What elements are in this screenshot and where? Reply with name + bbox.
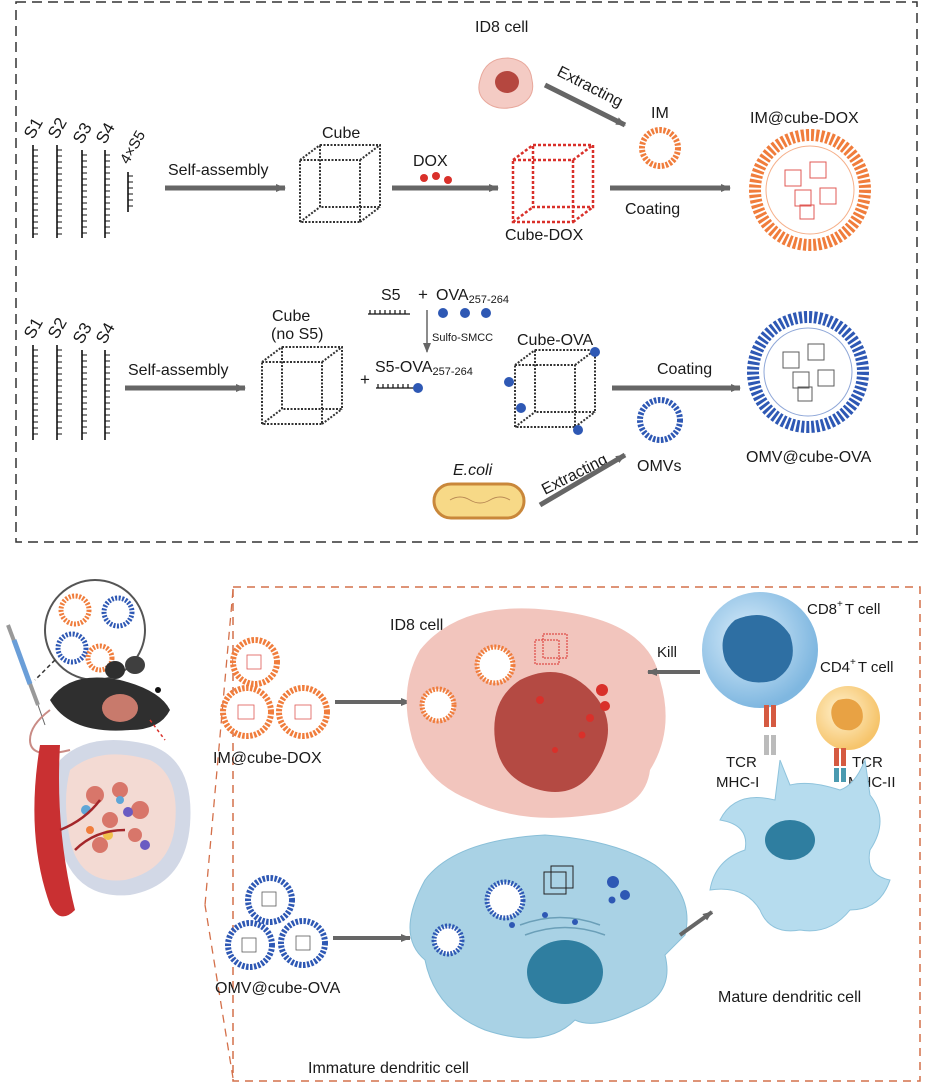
mhc-i-label: MHC-I xyxy=(716,774,759,791)
dna-strands-row1 xyxy=(32,145,129,238)
omv-cube-ova-label: OMV@cube-OVA xyxy=(746,449,872,466)
dna-cube-1 xyxy=(299,144,381,223)
cd8-label-base: CD8 xyxy=(807,601,837,618)
zoom-circle-nanoparticles xyxy=(55,593,135,673)
immature-dc-label: Immature dendritic cell xyxy=(308,1060,469,1077)
cd4-label-sup: + xyxy=(850,657,856,668)
s5-label: S5 xyxy=(381,287,401,304)
zoom-pointer xyxy=(34,659,56,681)
tcr-label-2: TCR xyxy=(852,754,883,771)
ecoli-label: E.coli xyxy=(453,462,493,479)
omvs-label: OMVs xyxy=(637,458,681,475)
ecoli-bacterium xyxy=(432,482,526,520)
dna-ticks-row2 xyxy=(33,349,110,435)
immature-dendritic-cell xyxy=(409,834,688,1039)
id8-tumor-cell xyxy=(406,608,666,818)
cd8-t-cell-label: CD8+T cell xyxy=(807,599,880,618)
omv-cube-ova-nanoparticle xyxy=(747,311,869,433)
strand-s4-label: S4 xyxy=(92,119,119,147)
kill-label: Kill xyxy=(657,644,677,661)
cube-dox xyxy=(511,143,595,224)
dna-strands-row2 xyxy=(32,345,106,440)
strand-s4-label-2: S4 xyxy=(92,319,119,347)
cd8-t-cell xyxy=(702,592,818,708)
im-cube-dox-bottom-label: IM@cube-DOX xyxy=(213,750,322,767)
id8-cell-small xyxy=(478,57,534,109)
arrow-extracting-2 xyxy=(538,452,627,508)
cd4-t-cell-label: CD4+T cell xyxy=(820,657,893,676)
im-cube-dox-group xyxy=(220,637,330,739)
extracting-label-1: Extracting xyxy=(554,63,625,110)
strand-s3-label-2: S3 xyxy=(69,319,96,347)
tcr-label-1: TCR xyxy=(726,754,757,771)
tcr-mhc-ii-complex xyxy=(834,748,846,782)
extracting-label-2: Extracting xyxy=(539,451,610,498)
zoom-line-bottom xyxy=(204,904,234,1079)
ecoli-dna xyxy=(449,496,511,504)
cube-label: Cube xyxy=(322,125,360,142)
syringe xyxy=(6,624,46,726)
strand-s3-label: S3 xyxy=(69,119,96,147)
mouse xyxy=(28,656,170,755)
s5-strand xyxy=(368,310,410,315)
plus-sign-2: + xyxy=(360,370,370,389)
id8-cell-bottom-label: ID8 cell xyxy=(390,617,443,634)
omv-vesicle xyxy=(637,397,683,443)
cd4-label-base: CD4 xyxy=(820,659,850,676)
cd4-t-cell xyxy=(816,686,880,750)
ova-label-base: OVA xyxy=(436,287,469,304)
cube-no-s5-label-line1: Cube xyxy=(272,308,310,325)
strand-s1-label-2: S1 xyxy=(20,314,47,342)
coating-label-2: Coating xyxy=(657,361,712,378)
cube-dox-label: Cube-DOX xyxy=(505,227,584,244)
tumor-pointer xyxy=(149,719,166,741)
dox-label: DOX xyxy=(413,153,448,170)
strand-4s5-label: 4×S5 xyxy=(117,128,149,167)
im-cube-dox-nanoparticle xyxy=(749,129,871,251)
tcr-mhc-i-complex xyxy=(764,705,776,755)
mature-dendritic-cell xyxy=(709,758,891,932)
ova-label-sub: 257-264 xyxy=(469,294,509,306)
cube-ova xyxy=(514,349,596,428)
s5-ova-peptide xyxy=(413,383,423,393)
cd4-label-rest: T cell xyxy=(858,659,894,676)
sulfo-smcc-label: Sulfo-SMCC xyxy=(432,332,493,344)
s5-ova-strand xyxy=(376,384,414,389)
ova-peptides xyxy=(438,308,491,318)
self-assembly-label-2: Self-assembly xyxy=(128,362,228,379)
dox-molecules xyxy=(420,172,452,184)
cd8-label-rest: T cell xyxy=(845,601,881,618)
bottom-panel-frame xyxy=(232,586,921,1082)
tumor-tissue xyxy=(34,740,191,917)
im-label: IM xyxy=(651,105,669,122)
cube-ova-peptides xyxy=(504,347,600,435)
cube-ova-label: Cube-OVA xyxy=(517,332,594,349)
arrow-extracting-1 xyxy=(543,82,627,128)
im-cube-dox-label: IM@cube-DOX xyxy=(750,110,859,127)
id8-cell-top-label: ID8 cell xyxy=(475,19,528,36)
s5-ova-label-sub: 257-264 xyxy=(433,366,473,378)
arrow-maturation xyxy=(678,910,714,937)
plus-sign-1: + xyxy=(418,285,428,304)
top-panel-frame xyxy=(15,1,918,543)
ova-label: OVA257-264 xyxy=(436,287,509,306)
s5-ova-label: S5-OVA257-264 xyxy=(375,359,473,378)
dna-ticks-row1 xyxy=(33,149,133,235)
mature-dc-label: Mature dendritic cell xyxy=(718,989,861,1006)
s5-ova-label-base: S5-OVA xyxy=(375,359,433,376)
cd8-label-sup: + xyxy=(837,599,843,610)
strand-s1-label: S1 xyxy=(20,114,47,142)
cube-no-s5-label-line2: (no S5) xyxy=(271,326,323,343)
dna-cube-no-s5 xyxy=(261,346,343,425)
omv-cube-ova-group xyxy=(225,875,328,970)
omv-cube-ova-bottom-label: OMV@cube-OVA xyxy=(215,980,341,997)
self-assembly-label-1: Self-assembly xyxy=(168,162,268,179)
strand-s2-label-2: S2 xyxy=(44,314,71,342)
coating-label-1: Coating xyxy=(625,201,680,218)
strand-s2-label: S2 xyxy=(44,114,71,142)
im-vesicle xyxy=(639,127,681,169)
zoom-line-top xyxy=(204,589,234,906)
